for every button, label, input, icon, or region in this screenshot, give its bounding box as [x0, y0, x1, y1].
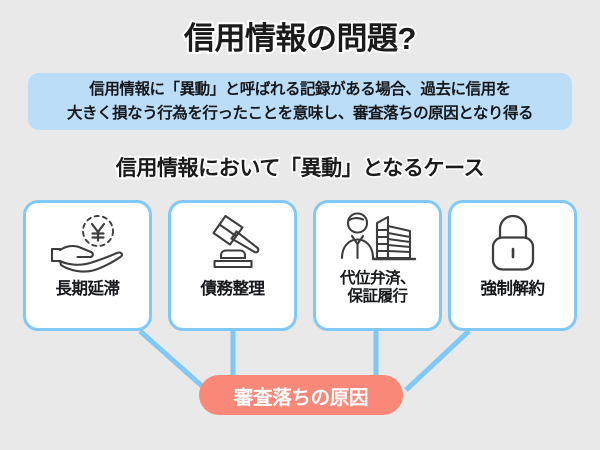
section-subtitle: 信用情報において「異動」となるケース — [114, 155, 486, 182]
info-callout-box: 信用情報に「異動」と呼ばれる記録がある場合、過去に信用を 大きく損なう行為を行っ… — [28, 73, 572, 130]
padlock-icon — [482, 206, 544, 280]
info-callout-line-2: 大きく損なう行為を行ったことを意味し、審査落ちの原因となり得る — [66, 104, 534, 122]
case-card-label: 長期延滞 — [55, 280, 121, 299]
page-title: 信用情報の問題? — [182, 19, 418, 58]
case-card-label-line-1: 長期延滞 — [55, 280, 121, 298]
info-callout-line-1: 信用情報に「異動」と呼ばれる記録がある場合、過去に信用を — [89, 80, 511, 98]
case-card-label-line-2: 保証履行 — [347, 288, 408, 306]
connector-line-card-4 — [404, 329, 471, 392]
result-pill-label: 審査落ちの原因 — [233, 386, 369, 409]
hand-holding-yen-coin-icon — [46, 206, 130, 280]
case-card-label-line-1: 強制解約 — [480, 280, 546, 298]
case-card-label-line-1: 代位弁済、 — [339, 270, 416, 287]
gavel-icon — [195, 206, 271, 280]
case-card-label-line-1: 債務整理 — [200, 280, 266, 298]
case-card-label: 代位弁済、 保証履行 — [339, 270, 416, 306]
case-card-subrogation-payment[interactable]: 代位弁済、 保証履行 — [313, 200, 442, 331]
result-pill: 審査落ちの原因 — [199, 375, 403, 415]
case-card-forced-cancellation[interactable]: 強制解約 — [448, 200, 577, 331]
case-card-label: 強制解約 — [480, 280, 546, 299]
case-card-label: 債務整理 — [200, 280, 266, 299]
case-card-debt-consolidation[interactable]: 債務整理 — [168, 200, 297, 331]
businessperson-building-icon — [337, 204, 419, 270]
case-card-long-term-delinquency[interactable]: 長期延滞 — [23, 200, 152, 331]
